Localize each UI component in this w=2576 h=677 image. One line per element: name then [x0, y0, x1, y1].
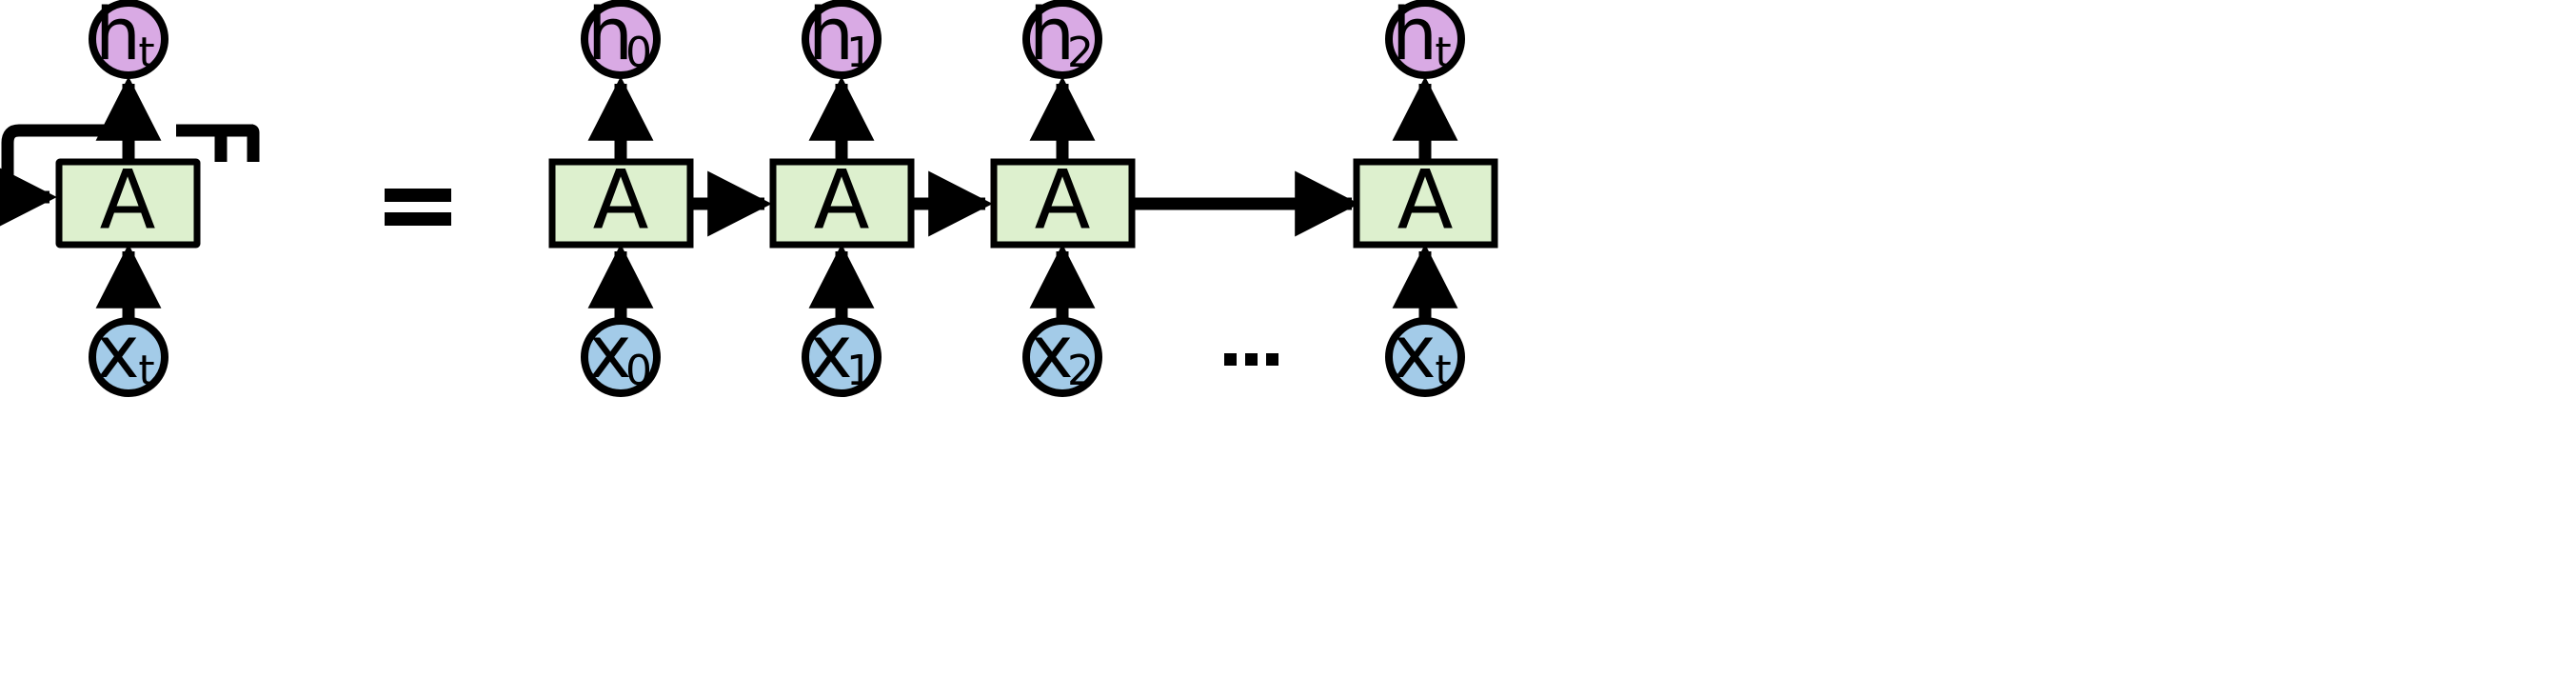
step-t-input-subscript: t: [1435, 347, 1451, 395]
ellipsis-dot-2: [1245, 353, 1258, 366]
unrolled-step-1: A h 1 x 1: [769, 0, 915, 397]
step-1-output-circle[interactable]: [802, 0, 882, 79]
folded-output-base: h: [95, 0, 141, 76]
step-0-cell-label: A: [593, 152, 649, 248]
step-2-cell-box[interactable]: [990, 158, 1136, 249]
step-1-input-base: x: [810, 309, 853, 394]
folded-cell[interactable]: A: [55, 152, 201, 249]
step-0-output-circle[interactable]: [581, 0, 661, 79]
folded-cell-box[interactable]: [55, 158, 201, 249]
folded-input-node[interactable]: x t: [89, 309, 168, 397]
ellipsis-dot-1: [1224, 353, 1237, 366]
step-2-cell-label: A: [1035, 152, 1091, 248]
equals-bar-top: [385, 189, 451, 202]
step-1-cell-label: A: [814, 152, 870, 248]
folded-output-circle[interactable]: [89, 0, 168, 79]
step-t-cell-box[interactable]: [1353, 158, 1498, 249]
step-t-output-circle[interactable]: [1385, 0, 1465, 79]
step-2-input-base: x: [1031, 309, 1074, 394]
step-1-input-circle[interactable]: [802, 317, 882, 397]
unrolled-rnn-group: A h 0 x 0 A h 1 x 1: [548, 0, 1498, 397]
unrolled-step-t: A h t x t: [1353, 0, 1498, 397]
step-2-output-circle[interactable]: [1022, 0, 1102, 79]
step-0-input-subscript: 0: [625, 347, 652, 395]
unrolled-step-0: A h 0 x 0: [548, 0, 694, 397]
equals-bar-bottom: [385, 212, 451, 226]
folded-input-base: x: [97, 309, 140, 394]
step-0-cell-box[interactable]: [548, 158, 694, 249]
step-2-output-base: h: [1029, 0, 1075, 76]
folded-output-node[interactable]: h t: [89, 0, 168, 79]
folded-cell-label: A: [100, 152, 156, 248]
step-1-input-subscript: 1: [846, 347, 873, 395]
step-t-cell-label: A: [1397, 152, 1454, 248]
step-1-output-subscript: 1: [846, 29, 873, 77]
step-t-output-base: h: [1392, 0, 1437, 76]
ellipsis-dot-3: [1266, 353, 1278, 366]
step-t-output-subscript: t: [1435, 29, 1451, 77]
step-1-output-base: h: [808, 0, 854, 76]
step-2-input-circle[interactable]: [1022, 317, 1102, 397]
step-t-input-base: x: [1394, 309, 1437, 394]
step-0-output-base: h: [587, 0, 633, 76]
step-0-input-circle[interactable]: [581, 317, 661, 397]
folded-input-circle[interactable]: [89, 317, 168, 397]
folded-output-subscript: t: [138, 29, 154, 77]
step-2-input-subscript: 2: [1067, 347, 1094, 395]
step-0-input-base: x: [589, 309, 632, 394]
sequence-ellipsis: ...: [1224, 353, 1278, 366]
step-0-output-subscript: 0: [625, 29, 652, 77]
step-2-output-subscript: 2: [1067, 29, 1094, 77]
folded-rnn-group: A h t x t: [0, 0, 260, 397]
equals-sign: =: [385, 189, 451, 226]
unrolled-step-2: A h 2 x 2: [990, 0, 1136, 397]
step-1-cell-box[interactable]: [769, 158, 915, 249]
step-t-input-circle[interactable]: [1385, 317, 1465, 397]
folded-input-subscript: t: [138, 347, 154, 395]
